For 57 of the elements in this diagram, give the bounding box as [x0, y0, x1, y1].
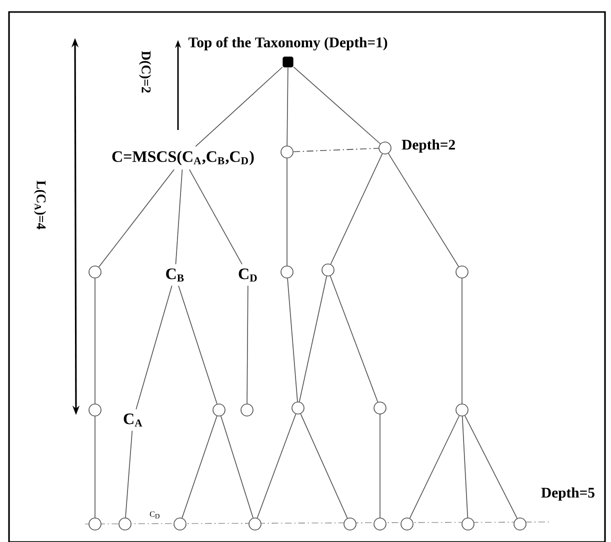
tree-edge — [98, 169, 175, 268]
concept-circle — [88, 518, 102, 530]
tree-edge — [462, 416, 468, 518]
concept-label: C$_{D}$ — [234, 264, 262, 286]
concept-circle — [118, 518, 132, 530]
tree-edge — [178, 285, 218, 404]
concept-circle — [280, 146, 294, 158]
tree-edge — [246, 285, 248, 404]
concept-circle — [514, 518, 526, 530]
level-label: Top of the Taxonomy (Depth=1) — [188, 36, 388, 50]
tree-edge — [286, 158, 288, 266]
tree-edge — [189, 169, 242, 265]
concept-circle — [378, 142, 392, 154]
tree-edge — [94, 278, 96, 404]
concept-circle — [174, 518, 186, 530]
tree-edge — [293, 66, 381, 144]
concept-label: C$_{A}$ — [119, 410, 147, 430]
level-label: C$_{D}$ — [150, 511, 160, 518]
tree-edge — [256, 414, 296, 518]
concept-circle — [344, 518, 356, 530]
tree-edge — [330, 153, 383, 265]
tree-edge — [409, 415, 460, 519]
concept-circle — [456, 266, 468, 278]
concept-label: C$_{B}$ — [161, 264, 189, 286]
concept-circle — [88, 404, 102, 416]
tree-edge — [286, 67, 288, 146]
tree-edge — [287, 278, 298, 402]
concept-circle — [212, 404, 226, 416]
tree-edge — [195, 66, 283, 147]
concept-circle — [248, 518, 262, 530]
measure-label: L(C$_{A}$)=4 — [34, 180, 46, 230]
concept-circle — [400, 518, 414, 530]
measure-label: D(C)=2 — [138, 51, 152, 93]
tree-edge — [220, 416, 254, 518]
concept-circle — [462, 518, 474, 530]
measure-label: Depth=5 — [541, 487, 594, 501]
tree-edge — [125, 430, 133, 518]
concept-label: C=MSCS(C$_{A}$,C$_{B}$,C$_{D}$) — [108, 146, 258, 170]
tree-edge — [388, 153, 460, 267]
tree-edge — [182, 416, 218, 518]
tree-edge — [330, 276, 378, 402]
tree-edge — [94, 416, 96, 518]
concept-circle — [374, 402, 386, 414]
tree-edge — [464, 415, 518, 519]
concept-circle — [240, 404, 254, 416]
concept-circle — [456, 404, 468, 416]
level-label: Depth=2 — [402, 139, 455, 153]
concept-circle — [88, 266, 102, 278]
concept-circle — [374, 518, 386, 530]
tree-edge — [175, 169, 183, 265]
concept-circle — [280, 266, 294, 278]
concept-circle — [292, 402, 304, 414]
tree-edge — [293, 148, 379, 152]
tree-edge — [136, 285, 172, 410]
tree-edge — [298, 276, 328, 402]
tree-edge — [300, 413, 348, 519]
concept-circle — [322, 264, 334, 276]
